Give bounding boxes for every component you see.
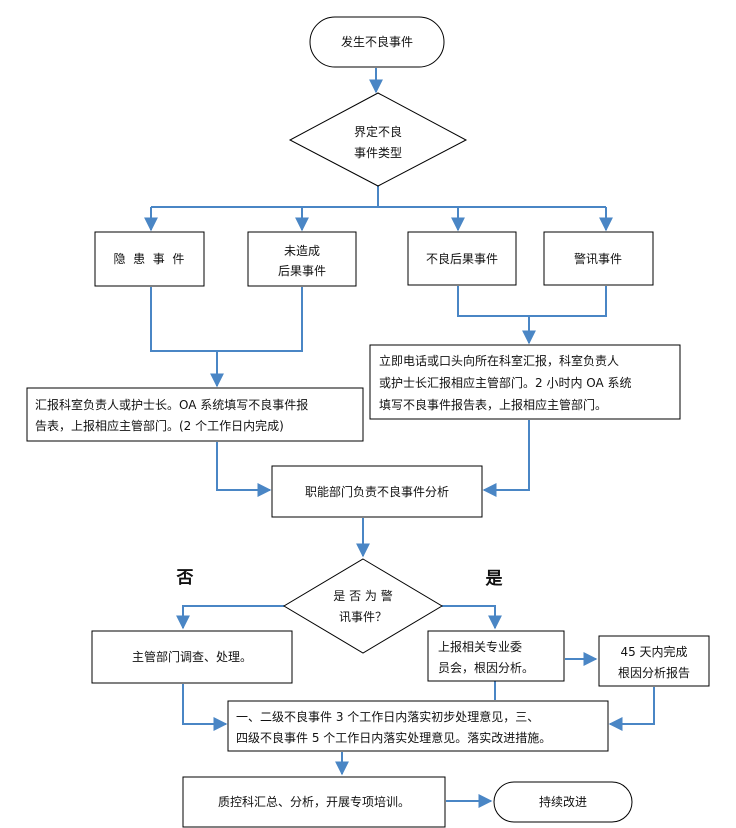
- connector-right-merge: [457, 286, 607, 317]
- report-head-nurse-box: [26, 387, 364, 442]
- report-committee-box: [427, 630, 565, 682]
- arrow-right-to-analysis: [482, 420, 530, 497]
- rca-report-line-1: 45 天内完成: [620, 644, 687, 659]
- arrow-no-branch: [176, 605, 284, 630]
- start-node: 发生不良事件: [309, 16, 445, 68]
- start-label: 发生不良事件: [341, 34, 413, 49]
- continuous-improvement-label: 持续改进: [539, 794, 587, 809]
- immediate-report-line-2: 或护士长汇报相应主管部门。2 小时内 OA 系统: [379, 375, 632, 390]
- report-head-nurse-line-1: 汇报科室负责人或护士长。OA 系统填写不良事件报: [35, 397, 308, 412]
- decision-event-type: 界定不良 事件类型: [288, 92, 468, 187]
- qc-training-node: 质控科汇总、分析，开展专项培训。: [182, 776, 446, 828]
- report-committee-line-2: 员会，根因分析。: [438, 661, 534, 675]
- dept-investigate-box: [91, 630, 293, 684]
- adverse-consequence-label: 不良后果事件: [426, 251, 498, 266]
- qc-training-label: 质控科汇总、分析，开展专项培训。: [218, 794, 410, 809]
- dept-investigate-label: 主管部门调查、处理。: [132, 649, 252, 664]
- functional-analysis-box: [271, 465, 483, 518]
- handling-opinion-line-2: 四级不良事件 5 个工作日内落实处理意见。落实改进措施。: [236, 730, 551, 745]
- decision-warning: 是 否 为 警 讯事件？: [283, 558, 443, 654]
- adverse-consequence-node: 不良后果事件: [407, 231, 517, 286]
- functional-analysis-label: 职能部门负责不良事件分析: [305, 484, 449, 499]
- immediate-report-node: 立即电话或口头向所在科室汇报，科室负责人 或护士长汇报相应主管部门。2 小时内 …: [369, 344, 681, 420]
- rca-report-line-2: 根因分析报告: [618, 665, 690, 680]
- arrow-investigate-to-opinion: [182, 684, 228, 731]
- handling-opinion-line-1: 一、二级不良事件 3 个工作日内落实初步处理意见，三、: [236, 709, 539, 724]
- decision-type-line-1: 界定不良: [354, 124, 402, 139]
- report-head-nurse-node: 汇报科室负责人或护士长。OA 系统填写不良事件报 告表，上报相应主管部门。(2 …: [26, 387, 364, 442]
- decision-warning-line-2: 讯事件？: [339, 610, 387, 624]
- report-committee-node: 上报相关专业委 员会，根因分析。: [427, 630, 565, 682]
- dept-investigate-node: 主管部门调查、处理。: [91, 630, 293, 684]
- rca-report-box: [598, 635, 710, 687]
- no-consequence-box: [247, 231, 357, 287]
- rca-report-node: 45 天内完成 根因分析报告: [598, 635, 710, 687]
- warning-event-node: 警讯事件: [543, 231, 654, 286]
- report-head-nurse-line-2: 告表，上报相应主管部门。(2 个工作日内完成): [35, 418, 284, 433]
- report-committee-line-1: 上报相关专业委: [438, 639, 522, 654]
- start-terminator: [309, 16, 445, 68]
- immediate-report-line-1: 立即电话或口头向所在科室汇报，科室负责人: [379, 353, 619, 368]
- no-consequence-line-1: 未造成: [284, 244, 320, 258]
- no-consequence-node: 未造成 后果事件: [247, 231, 357, 287]
- decision-diamond-warning: [283, 558, 443, 654]
- immediate-report-line-3: 填写不良事件报告表，上报相应主管部门。: [379, 397, 607, 412]
- decision-diamond-type: [288, 92, 468, 187]
- functional-analysis-node: 职能部门负责不良事件分析: [271, 465, 483, 518]
- decision-warning-line-1: 是 否 为 警: [333, 588, 392, 603]
- adverse-consequence-box: [407, 231, 517, 286]
- hidden-danger-box: [94, 231, 205, 287]
- arrow-left-to-analysis: [216, 442, 272, 497]
- handling-opinion-node: 一、二级不良事件 3 个工作日内落实初步处理意见，三、 四级不良事件 5 个工作…: [227, 700, 609, 752]
- continuous-improvement-terminator: [493, 781, 633, 823]
- hidden-danger-label: 隐 患 事 件: [114, 252, 185, 266]
- handling-opinion-box: [227, 700, 609, 752]
- connectors: [144, 68, 655, 808]
- continuous-improvement-node: 持续改进: [493, 781, 633, 823]
- warning-event-box: [543, 231, 654, 286]
- warning-event-label: 警讯事件: [574, 251, 622, 266]
- no-consequence-line-2: 后果事件: [278, 264, 326, 278]
- decision-type-line-2: 事件类型: [354, 146, 402, 160]
- arrow-yes-branch: [442, 605, 502, 630]
- arrow-rca-to-opinion: [608, 687, 655, 731]
- qc-training-box: [182, 776, 446, 828]
- connector-left-merge: [150, 287, 303, 352]
- immediate-report-box: [369, 344, 681, 420]
- branch-label-no: 否: [176, 568, 194, 588]
- branch-label-yes: 是: [486, 569, 503, 589]
- hidden-danger-node: 隐 患 事 件: [94, 231, 205, 287]
